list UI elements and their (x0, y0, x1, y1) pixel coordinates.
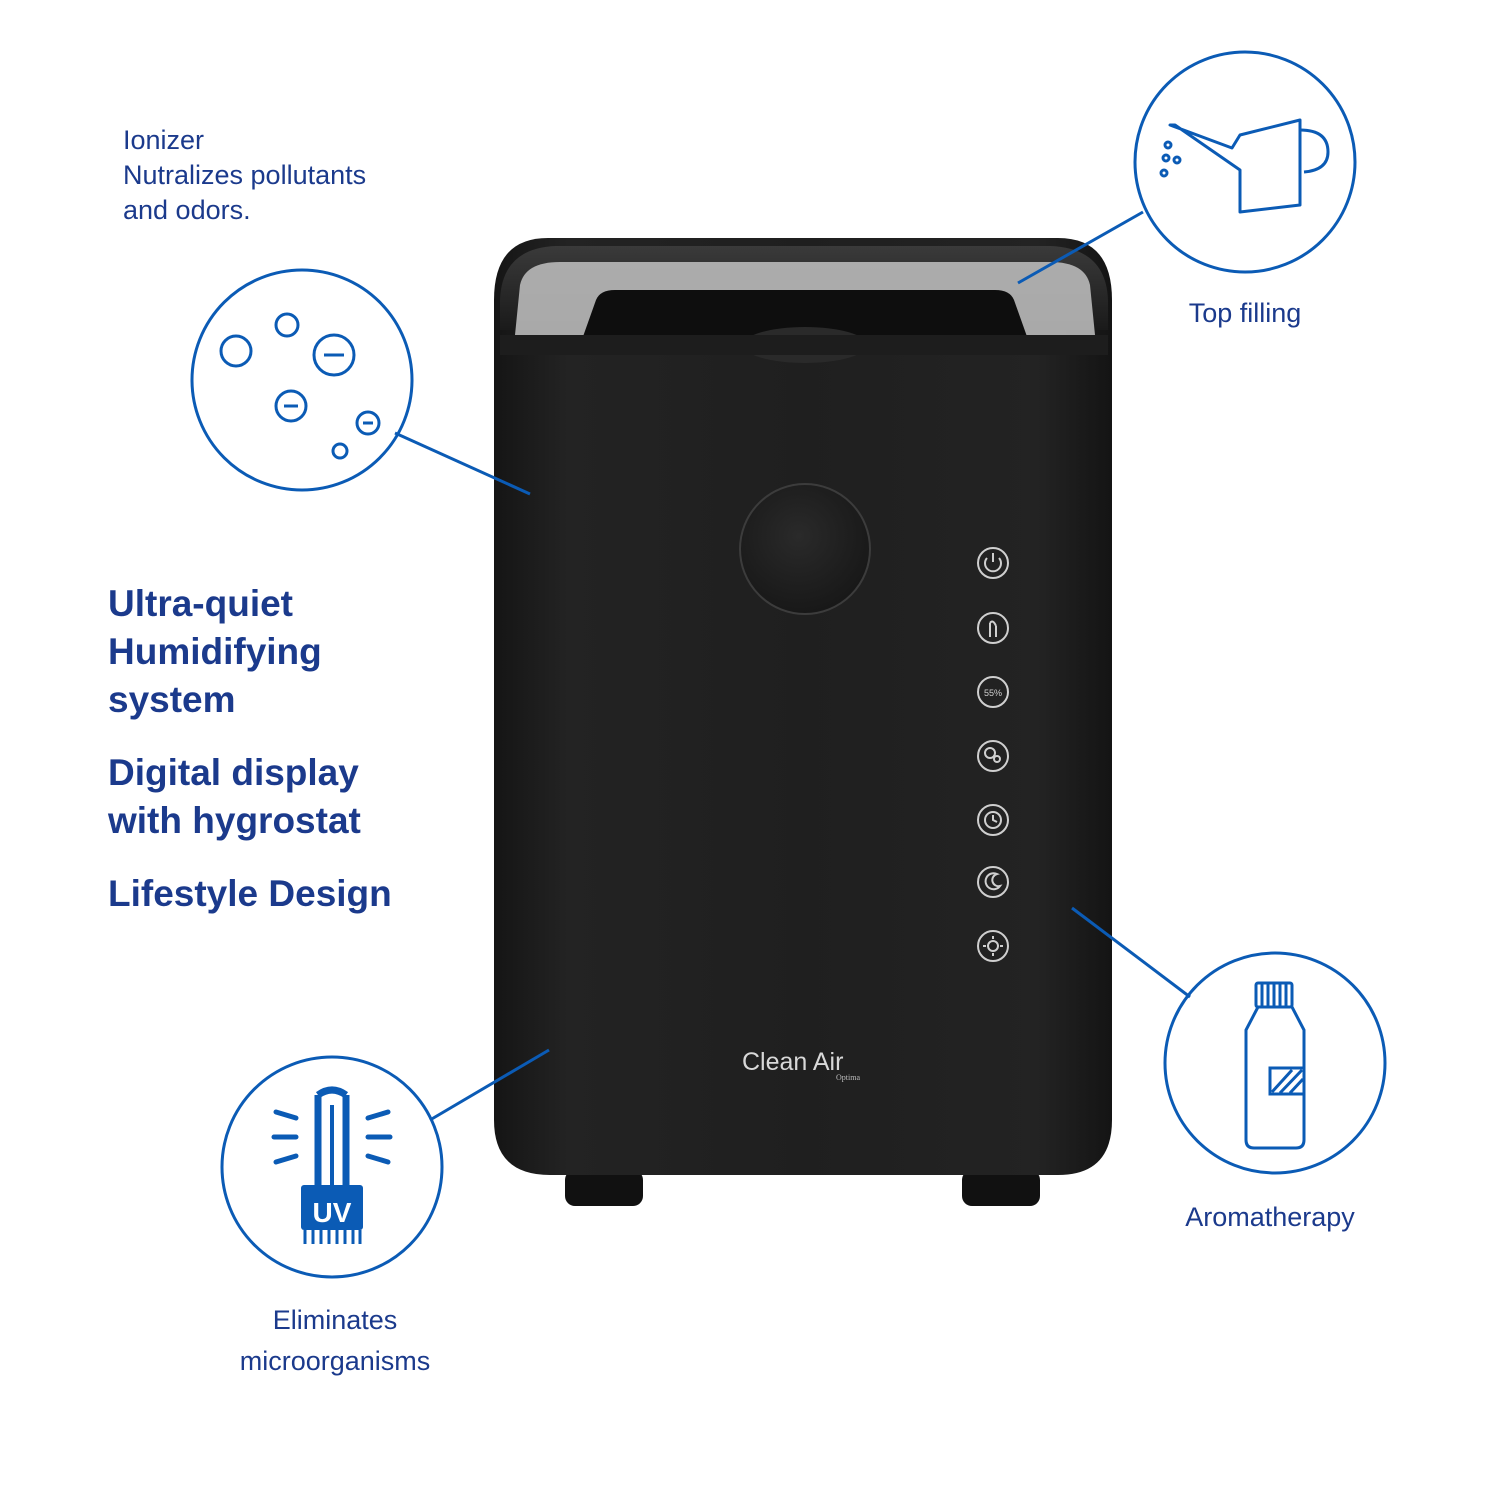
sleep-icon[interactable] (977, 866, 1009, 898)
tank-opening (580, 290, 1030, 345)
top-filling-caption: Top filling (1188, 298, 1302, 328)
headline-display-line1: Digital display (108, 752, 359, 793)
device-foot-right (962, 1170, 1040, 1206)
brand-sub-logo: Optima (836, 1073, 860, 1082)
humidity-icon[interactable] (977, 676, 1009, 708)
power-icon[interactable] (977, 547, 1009, 579)
light-icon[interactable] (977, 930, 1009, 962)
headline-design: Lifestyle Design (108, 873, 392, 914)
ion-particles-icon (190, 268, 414, 492)
uv-caption-line2: microorganisms (239, 1346, 431, 1376)
uv-callout-line (429, 1048, 550, 1122)
headline-quiet-line3: system (108, 679, 236, 720)
ionizer-title: Ionizer (123, 125, 205, 155)
callout-lines (394, 210, 1191, 1122)
feature-headlines: Ultra-quiet Humidifying system Digital d… (108, 580, 488, 918)
device-foot-left (565, 1170, 643, 1206)
uv-lamp-icon: UV (220, 1055, 444, 1279)
ionizer-caption: Ionizer Nutralizes pollutants and odors. (123, 123, 443, 228)
device-body (494, 238, 1112, 1175)
brand-logo: Clean Air (742, 1048, 843, 1076)
touch-icon[interactable] (977, 612, 1009, 644)
oil-bottle-icon (1163, 951, 1387, 1175)
uv-badge-label: UV (313, 1197, 352, 1228)
headline-quiet-line2: Humidifying (108, 631, 322, 672)
uv-caption: Eliminates microorganisms (200, 1300, 470, 1382)
ionizer-desc-line1: Nutralizes pollutants (123, 160, 367, 190)
aromatherapy-callout-line (1071, 906, 1191, 999)
control-panel: 55% (977, 547, 1009, 962)
humidifier-device: 55% Clean Air Optima (494, 238, 1112, 1206)
humidity-button-label: 55% (984, 688, 1002, 698)
top-filling-callout-line (1017, 210, 1144, 285)
headline-display-line2: with hygrostat (108, 800, 361, 841)
uv-caption-line1: Eliminates (272, 1305, 398, 1335)
ionizer-desc-line2: and odors. (123, 195, 251, 225)
ionizer-callout-line (394, 431, 531, 496)
aromatherapy-caption: Aromatherapy (1185, 1202, 1355, 1232)
control-knob[interactable] (739, 483, 871, 615)
watering-can-icon (1133, 50, 1357, 274)
headline-quiet-line1: Ultra-quiet (108, 583, 293, 624)
timer-icon[interactable] (977, 804, 1009, 836)
mode-icon[interactable] (977, 740, 1009, 772)
device-front-panel-top (500, 335, 1108, 355)
